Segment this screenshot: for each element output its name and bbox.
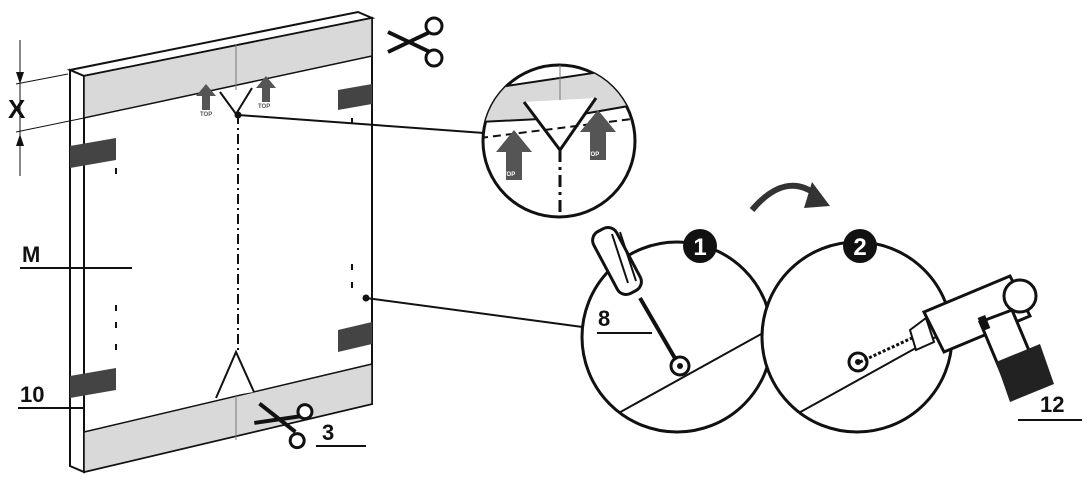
panel-left-edge: [69, 68, 85, 474]
step-1-circle: 8: [580, 240, 774, 434]
tape-tab-left-top: [70, 138, 116, 168]
label-10: 10: [20, 382, 44, 407]
door-panel: TOP TOP: [66, 10, 376, 474]
scissors-icon: [254, 402, 314, 450]
hole-leader-line: [365, 297, 591, 329]
scissors-icon: [387, 16, 444, 68]
screwdriver-icon: [591, 226, 678, 362]
top-sticker-label: TOP: [503, 172, 515, 178]
top-protective-strip: [83, 17, 373, 119]
label-x: X: [8, 94, 26, 124]
top-arrow-icon: TOP: [580, 110, 616, 160]
top-arrow-icon: TOP: [496, 130, 532, 180]
top-sticker-label: TOP: [258, 104, 270, 110]
top-arrow-icon: TOP: [196, 84, 216, 118]
drill-icon: [859, 274, 1054, 402]
label-3: 3: [322, 420, 334, 445]
step-number-2: 2: [853, 234, 866, 261]
zoom-detail-circle: TOP TOP: [481, 63, 637, 219]
label-8: 8: [598, 306, 610, 331]
bottom-v-notch: [215, 349, 255, 399]
step-badge-2: 2: [843, 229, 877, 263]
step-badge-1: 1: [683, 229, 717, 263]
zoom-leader-line: [237, 114, 485, 134]
bottom-protective-strip: [83, 363, 373, 473]
tape-tab-left-bottom: [70, 368, 116, 398]
label-m: M: [22, 242, 40, 267]
rotate-arrow-icon: [749, 182, 830, 212]
top-arrow-icon: TOP: [256, 76, 276, 110]
top-sticker-label: TOP: [200, 112, 212, 118]
step-number-1: 1: [693, 234, 706, 261]
label-12: 12: [1040, 392, 1064, 417]
tape-tab-right-bottom: [338, 322, 372, 352]
tape-tab-right-top: [338, 84, 372, 110]
top-sticker-label: TOP: [587, 152, 599, 158]
dimension-x: X: [8, 40, 85, 176]
